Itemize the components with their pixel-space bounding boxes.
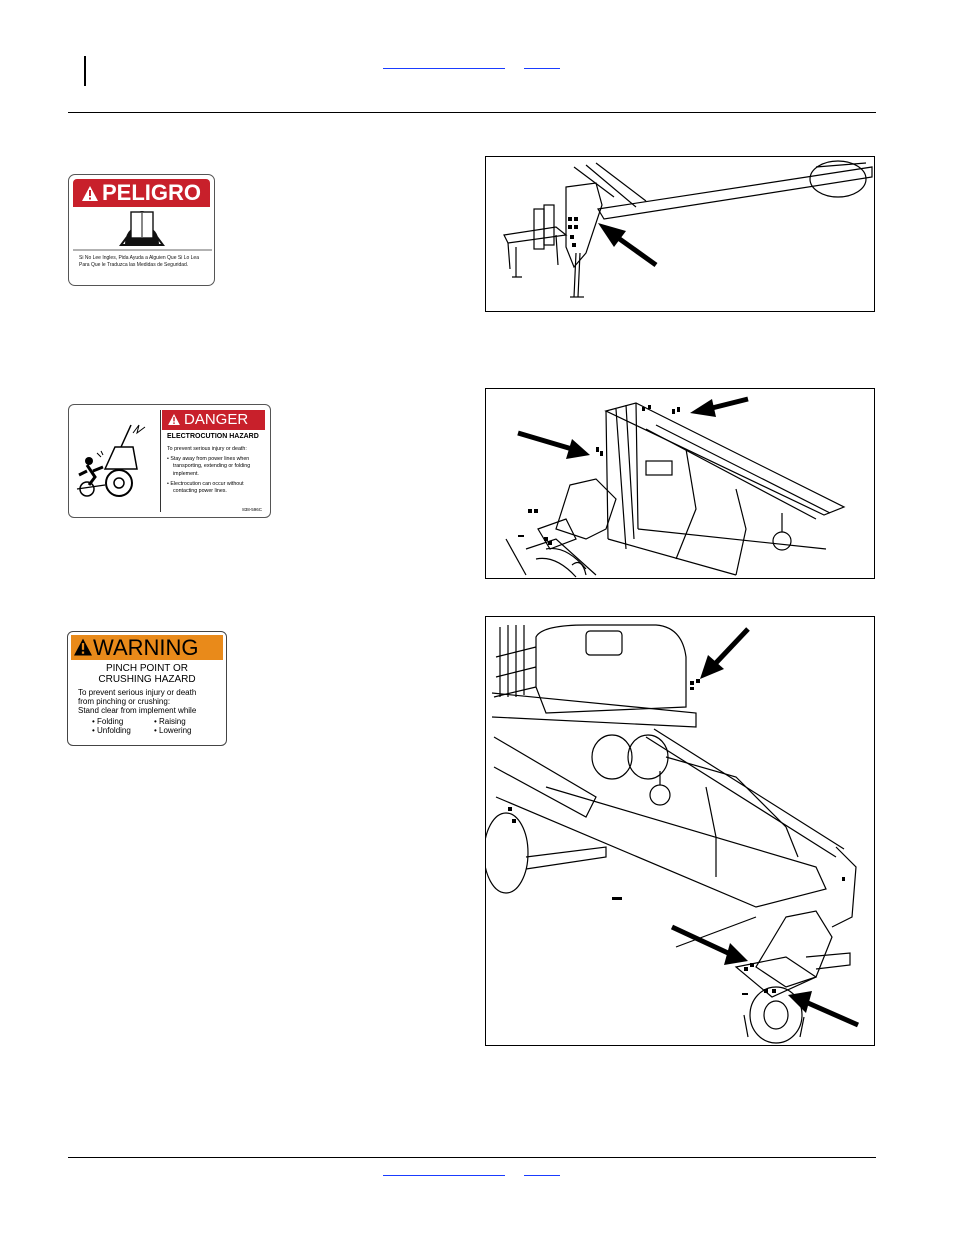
arrow-lower-right-decal (788, 991, 860, 1028)
figure-wing-decal-locations (485, 388, 875, 579)
arrow-wing-decal-left (517, 430, 590, 459)
hitch-illustration (503, 160, 873, 298)
wing-illustration (505, 396, 846, 578)
footer-link-primary[interactable] (383, 1167, 505, 1176)
warning-body-2: from pinching or crushing: (78, 697, 171, 706)
arrow-wing-decal-upper (690, 396, 749, 417)
header-link-secondary[interactable] (524, 60, 560, 69)
danger-bullet-2: • Electrocution can occur without contac… (167, 480, 244, 495)
peligro-text: Si No Lee Ingles, Pida Ayuda a Alguien Q… (79, 255, 199, 268)
warning-hazard: PINCH POINT OR CRUSHING HAZARD (68, 663, 226, 685)
danger-decal: DANGER ELECTROCUTION HAZARD To prevent s… (68, 404, 271, 518)
warning-hazard-line-1: PINCH POINT OR (105, 663, 189, 674)
danger-band: DANGER (162, 410, 265, 430)
danger-bullet-1: • Stay away from power lines when transp… (167, 456, 251, 477)
warning-item-lowering: • Lowering (154, 726, 192, 735)
electrocution-pictogram (76, 424, 146, 497)
warning-triangle-icon (168, 414, 180, 425)
arrow-tank-decal (700, 627, 750, 679)
arrow-hitch-decal (598, 223, 658, 268)
peligro-band: PELIGRO (73, 179, 210, 207)
header-rule (68, 112, 876, 113)
warning-item-unfolding: • Unfolding (92, 726, 131, 735)
header-link-primary[interactable] (383, 60, 505, 69)
danger-hazard: ELECTROCUTION HAZARD (167, 433, 259, 440)
danger-title: DANGER (184, 411, 249, 428)
peligro-title: PELIGRO (101, 180, 201, 205)
peligro-decal: PELIGRO Si No Lee Ingles, Pida Ayuda a A… (68, 174, 215, 286)
folded-wing-illustration (483, 624, 860, 1044)
warning-decal: WARNING PINCH POINT OR CRUSHING HAZARD T… (67, 631, 227, 746)
danger-lead: To prevent serious injury or death: (167, 446, 247, 452)
warning-actions: • Folding • Raising • Unfolding • Lowering (92, 717, 217, 735)
footer-rule (68, 1157, 876, 1158)
warning-body-3: Stand clear from implement while (78, 706, 197, 715)
danger-body: To prevent serious injury or death: • St… (167, 446, 264, 495)
figure-hitch-decal-location (485, 156, 875, 312)
warning-item-raising: • Raising (154, 717, 186, 726)
figure-folded-wing-decal-locations (483, 616, 875, 1046)
warning-hazard-line-2: CRUSHING HAZARD (98, 674, 196, 685)
warning-body-1: To prevent serious injury or death (78, 688, 197, 697)
warning-triangle-icon (81, 186, 98, 201)
footer-link-secondary[interactable] (524, 1167, 560, 1176)
reading-manual-pictogram (73, 211, 212, 251)
danger-divider (160, 410, 161, 512)
warning-triangle-icon (74, 638, 92, 656)
header-margin-bar (84, 56, 86, 86)
warning-body: To prevent serious injury or death from … (78, 688, 220, 715)
arrow-lower-left-decal (670, 924, 748, 965)
warning-title: WARNING (93, 635, 199, 660)
danger-code: 838-596C (242, 507, 262, 512)
warning-band: WARNING (71, 635, 223, 660)
warning-item-folding: • Folding (92, 717, 124, 726)
